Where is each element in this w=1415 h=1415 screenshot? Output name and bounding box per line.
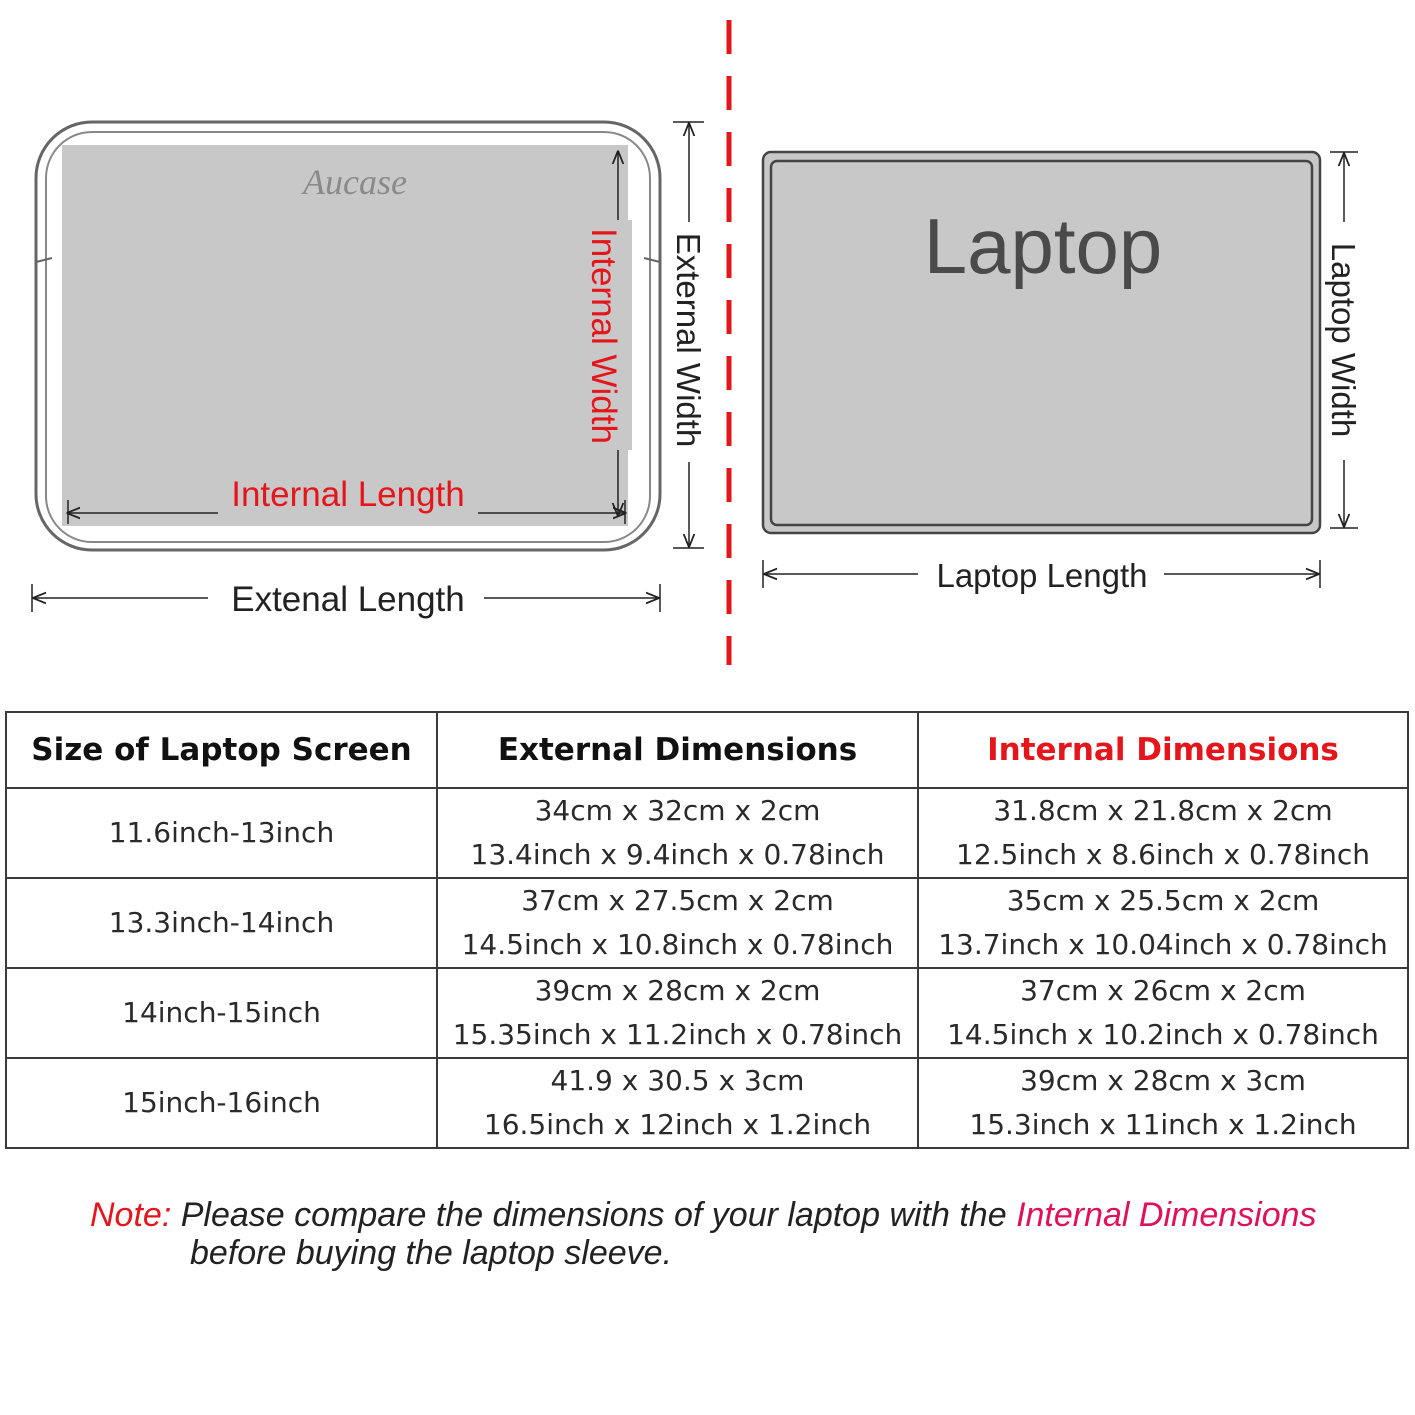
laptop-illustration: Laptop: [761, 150, 1322, 535]
dimensions-table: Size of Laptop Screen External Dimension…: [5, 711, 1409, 1149]
cell-screen-size: 13.3inch-14inch: [5, 877, 438, 969]
internal-length-label: Internal Length: [231, 475, 465, 514]
internal-imperial: 12.5inch x 8.6inch x 0.78inch: [956, 838, 1370, 871]
sleeve-illustration: Aucase Internal Length Internal Width: [34, 120, 662, 552]
external-width-label: External Width: [670, 233, 707, 448]
internal-width-label: Internal Width: [584, 228, 623, 444]
header-external-dimensions: External Dimensions: [436, 711, 919, 789]
cell-external: 37cm x 27.5cm x 2cm 14.5inch x 10.8inch …: [436, 877, 919, 969]
internal-metric: 39cm x 28cm x 3cm: [1020, 1064, 1306, 1097]
laptop-length-label: Laptop Length: [936, 557, 1147, 594]
table-row: 13.3inch-14inch 37cm x 27.5cm x 2cm 14.5…: [5, 877, 1409, 969]
laptop-width-dimension: Laptop Width: [1325, 151, 1362, 529]
header-internal-dimensions: Internal Dimensions: [917, 711, 1409, 789]
internal-imperial: 13.7inch x 10.04inch x 0.78inch: [938, 928, 1388, 961]
dimension-diagram: Aucase Internal Length Internal Width Ex…: [31, 20, 1362, 665]
table-row: 15inch-16inch 41.9 x 30.5 x 3cm 16.5inch…: [5, 1057, 1409, 1149]
external-imperial: 15.35inch x 11.2inch x 0.78inch: [452, 1018, 903, 1051]
cell-external: 34cm x 32cm x 2cm 13.4inch x 9.4inch x 0…: [436, 787, 919, 879]
table-row: 14inch-15inch 39cm x 28cm x 2cm 15.35inc…: [5, 967, 1409, 1059]
internal-metric: 37cm x 26cm x 2cm: [1020, 974, 1306, 1007]
note-prefix: Note:: [90, 1196, 172, 1234]
external-imperial: 14.5inch x 10.8inch x 0.78inch: [461, 928, 894, 961]
external-metric: 37cm x 27.5cm x 2cm: [521, 884, 834, 917]
laptop-title: Laptop: [924, 202, 1163, 290]
table-row: 11.6inch-13inch 34cm x 32cm x 2cm 13.4in…: [5, 787, 1409, 879]
buying-note: Note: Please compare the dimensions of y…: [90, 1196, 1400, 1272]
note-highlight: Internal Dimensions: [1016, 1196, 1317, 1234]
external-imperial: 13.4inch x 9.4inch x 0.78inch: [470, 838, 885, 871]
external-imperial: 16.5inch x 12inch x 1.2inch: [483, 1108, 872, 1141]
cell-external: 41.9 x 30.5 x 3cm 16.5inch x 12inch x 1.…: [436, 1057, 919, 1149]
internal-imperial: 15.3inch x 11inch x 1.2inch: [969, 1108, 1357, 1141]
table-header-row: Size of Laptop Screen External Dimension…: [5, 711, 1409, 789]
brand-logo: Aucase: [301, 162, 407, 202]
cell-internal: 35cm x 25.5cm x 2cm 13.7inch x 10.04inch…: [917, 877, 1409, 969]
note-suffix: before buying the laptop sleeve.: [190, 1234, 673, 1272]
cell-screen-size: 14inch-15inch: [5, 967, 438, 1059]
cell-screen-size: 15inch-16inch: [5, 1057, 438, 1149]
cell-internal: 37cm x 26cm x 2cm 14.5inch x 10.2inch x …: [917, 967, 1409, 1059]
header-screen-size: Size of Laptop Screen: [5, 711, 438, 789]
internal-imperial: 14.5inch x 10.2inch x 0.78inch: [947, 1018, 1379, 1051]
external-metric: 39cm x 28cm x 2cm: [534, 974, 821, 1007]
internal-metric: 35cm x 25.5cm x 2cm: [1006, 884, 1320, 917]
cell-internal: 31.8cm x 21.8cm x 2cm 12.5inch x 8.6inch…: [917, 787, 1409, 879]
cell-internal: 39cm x 28cm x 3cm 15.3inch x 11inch x 1.…: [917, 1057, 1409, 1149]
note-text: Please compare the dimensions of your la…: [171, 1196, 1017, 1234]
cell-screen-size: 11.6inch-13inch: [5, 787, 438, 879]
external-width-dimension: External Width: [670, 121, 707, 549]
external-length-dimension: Extenal Length: [31, 580, 661, 619]
external-metric: 34cm x 32cm x 2cm: [534, 794, 821, 827]
laptop-width-label: Laptop Width: [1325, 243, 1362, 437]
external-metric: 41.9 x 30.5 x 3cm: [550, 1064, 805, 1097]
external-length-label: Extenal Length: [231, 580, 465, 619]
laptop-length-dimension: Laptop Length: [762, 557, 1321, 594]
cell-external: 39cm x 28cm x 2cm 15.35inch x 11.2inch x…: [436, 967, 919, 1059]
internal-metric: 31.8cm x 21.8cm x 2cm: [993, 794, 1333, 827]
